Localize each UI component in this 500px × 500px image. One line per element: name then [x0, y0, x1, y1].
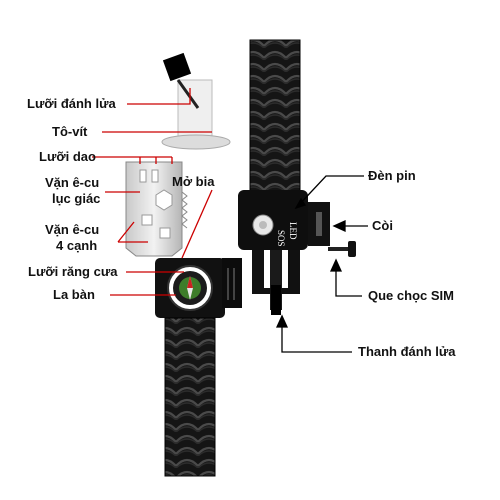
right-paracord-strap [249, 39, 301, 196]
label-bottle-opener: Mở bia [172, 174, 215, 189]
label-knife-blade: Lưỡi dao [39, 149, 96, 164]
label-serrated-blade: Lưỡi răng cưa [28, 264, 118, 279]
callout-arrows [275, 175, 368, 353]
label-screwdriver: Tô-vít [52, 124, 88, 139]
label-whistle: Còi [372, 218, 393, 233]
leader-lines [92, 88, 213, 296]
label-square-wrench-line2: 4 cạnh [56, 238, 98, 253]
left-paracord-strap [164, 317, 216, 477]
buckle-sos-text: SOS [276, 230, 286, 247]
buckle-compass [155, 258, 242, 318]
label-hex-wrench-line2: lục giác [52, 191, 101, 206]
label-fire-rod: Thanh đánh lửa [358, 344, 456, 359]
label-square-wrench-line1: Vặn ê-cu [45, 222, 100, 237]
label-fire-blade: Lưỡi đánh lửa [27, 96, 116, 111]
compass-icon [167, 265, 213, 311]
multitool-card [125, 161, 188, 257]
sim-pin [328, 241, 356, 257]
label-hex-wrench-line1: Vặn ê-cu [45, 175, 100, 190]
fire-starter-stand [161, 52, 231, 150]
label-compass: La bàn [53, 287, 95, 302]
fire-rod [271, 285, 281, 315]
label-flashlight: Đèn pin [368, 168, 416, 183]
buckle-led-text: LED [288, 222, 298, 240]
buckle-led-whistle: SOS LED [238, 190, 330, 310]
label-sim-pin: Que chọc SIM [368, 288, 454, 303]
